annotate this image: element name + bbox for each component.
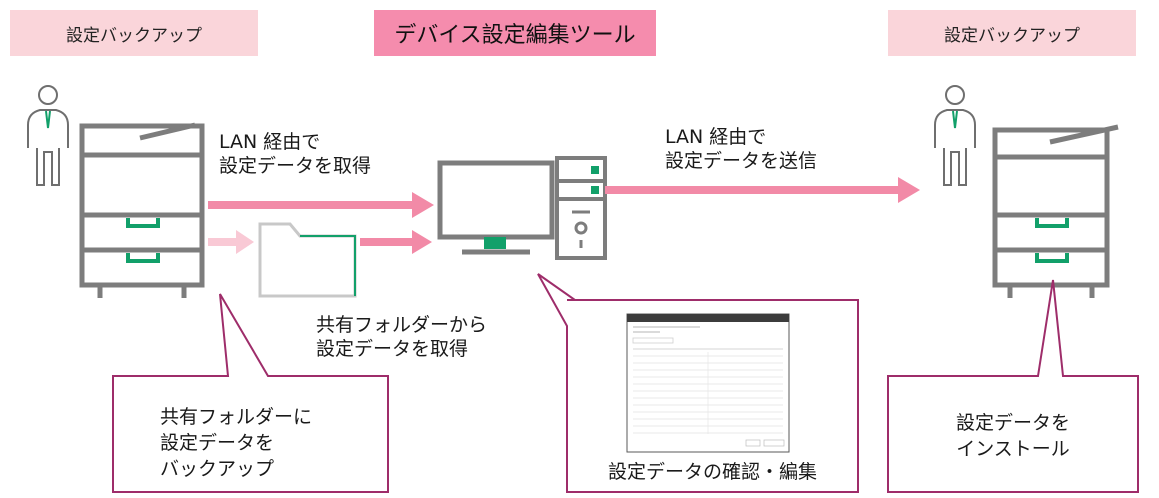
tool-title-tag: デバイス設定編集ツール xyxy=(374,10,656,56)
install-callout-line-2: インストール xyxy=(956,438,1070,460)
printer-icon xyxy=(79,122,205,298)
shared-get-arrow xyxy=(360,230,432,254)
lan-send-label: LAN 経由で 設定データを送信 xyxy=(665,125,817,173)
lan-get-label: LAN 経由で 設定データを取得 xyxy=(219,130,371,178)
backup-callout xyxy=(112,293,389,493)
install-callout-text: 設定データを インストール xyxy=(888,410,1138,462)
left-backup-tag: 設定バックアップ xyxy=(10,10,258,56)
settings-window-icon xyxy=(626,313,790,453)
right-backup-tag: 設定バックアップ xyxy=(888,10,1136,56)
backup-callout-line-2: 設定データを xyxy=(160,432,275,454)
left-backup-tag-label: 設定バックアップ xyxy=(66,25,202,46)
right-backup-tag-label: 設定バックアップ xyxy=(944,25,1080,46)
pc-tower-icon xyxy=(555,156,607,260)
lan-get-line-2: 設定データを取得 xyxy=(219,155,372,177)
backup-callout-line-3: バックアップ xyxy=(160,458,275,480)
install-callout xyxy=(887,279,1139,493)
lan-get-line-1: LAN 経由で xyxy=(219,131,321,153)
shared-get-line-2: 設定データを取得 xyxy=(316,338,469,360)
shared-get-line-1: 共有フォルダーから xyxy=(316,314,488,336)
folder-icon xyxy=(258,222,357,298)
lan-send-line-2: 設定データを送信 xyxy=(665,150,818,172)
backup-callout-text: 共有フォルダーに 設定データを バックアップ xyxy=(160,404,312,482)
person-icon xyxy=(27,85,69,186)
monitor-icon xyxy=(437,160,555,255)
lan-get-arrow xyxy=(208,192,434,218)
shared-get-label: 共有フォルダーから 設定データを取得 xyxy=(316,313,487,361)
install-callout-line-1: 設定データを xyxy=(955,412,1070,434)
backup-callout-line-1: 共有フォルダーに xyxy=(160,406,313,428)
tool-title-label: デバイス設定編集ツール xyxy=(394,23,636,48)
printer-icon xyxy=(992,124,1119,298)
backup-to-folder-arrow xyxy=(208,230,254,254)
person-icon xyxy=(934,85,976,186)
edit-callout-text: 設定データの確認・編集 xyxy=(607,461,817,483)
lan-send-arrow xyxy=(605,177,920,203)
lan-send-line-1: LAN 経由で xyxy=(665,126,767,148)
